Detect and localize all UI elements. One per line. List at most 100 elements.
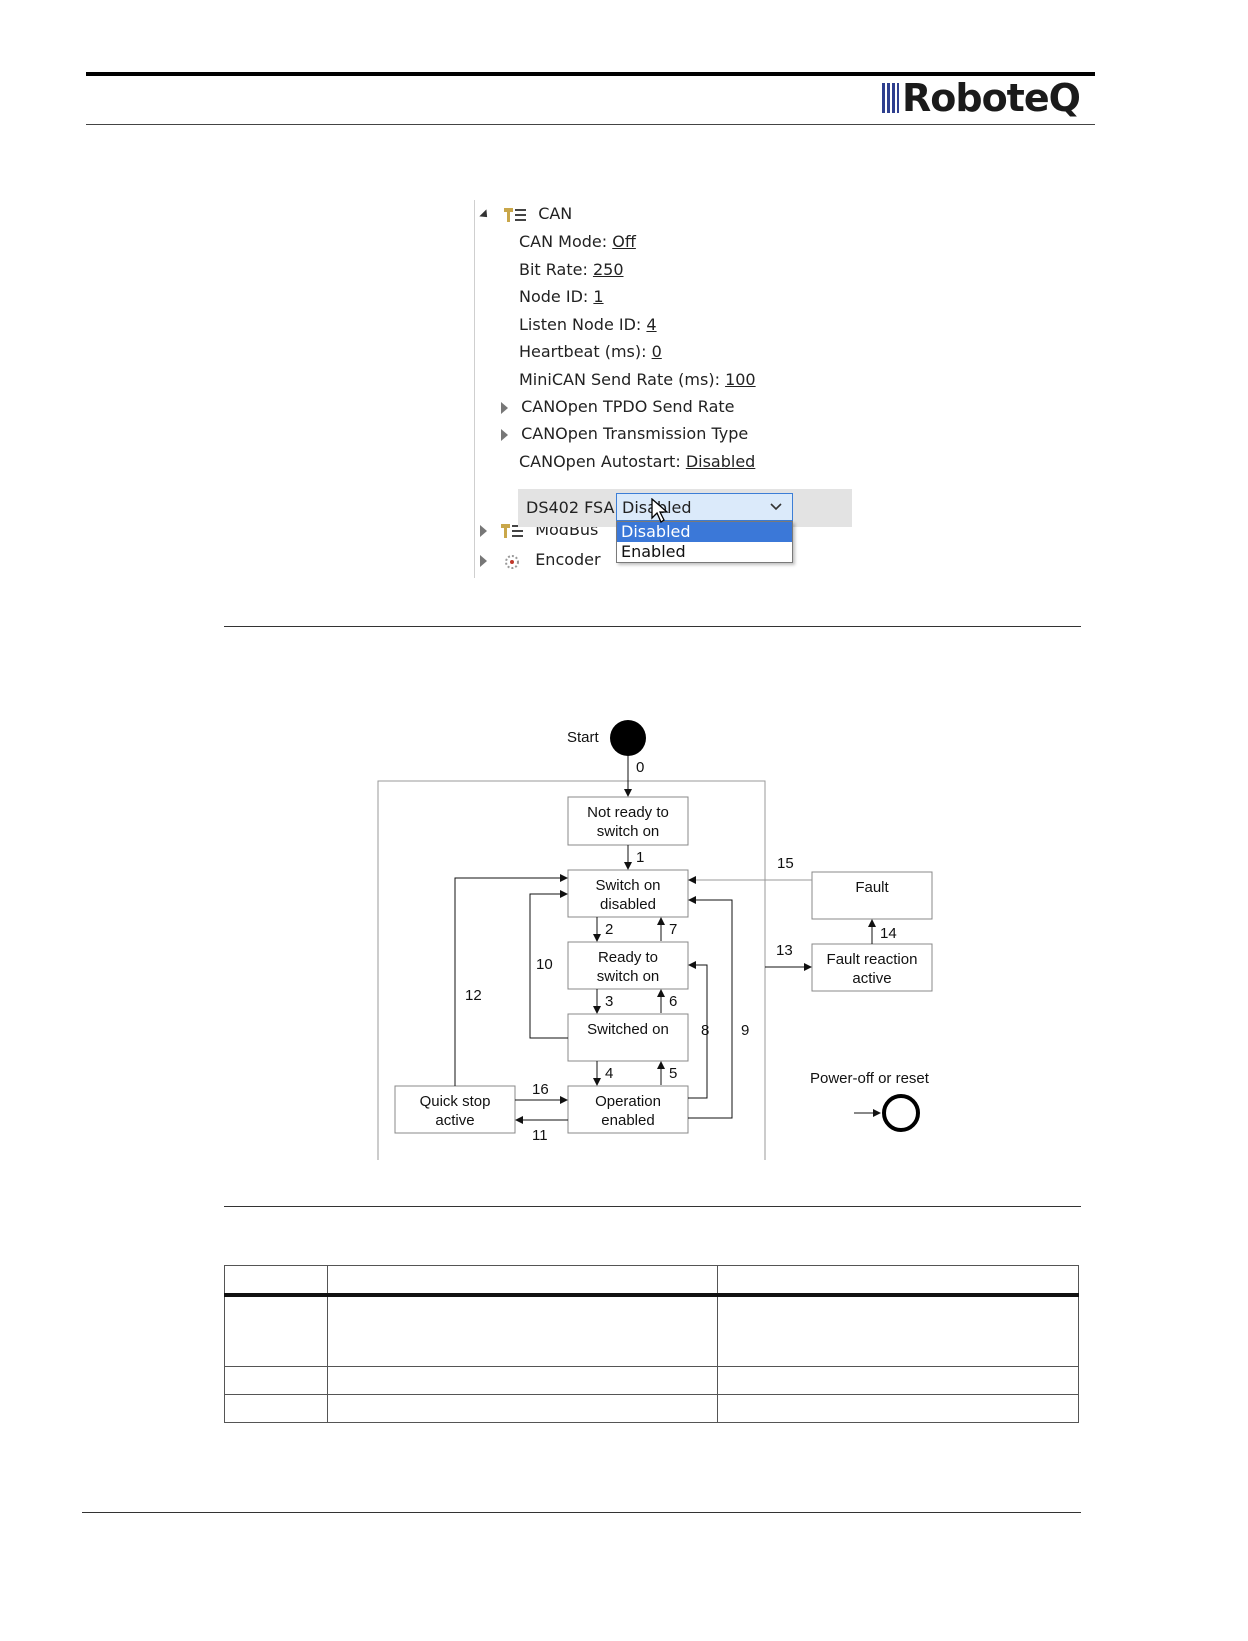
state-label: Switch on <box>595 877 660 894</box>
setting-value[interactable]: 250 <box>592 260 624 279</box>
state-label: active <box>435 1112 474 1129</box>
state-quick-stop <box>394 1085 516 1134</box>
setting-label: Heartbeat (ms): <box>519 342 647 361</box>
table-cell <box>326 1394 719 1423</box>
dropdown-option-enabled[interactable]: Enabled <box>621 542 686 561</box>
transition-label: 8 <box>701 1022 709 1039</box>
table-header-cell <box>326 1265 719 1297</box>
transition-label: 7 <box>669 921 677 938</box>
power-off-node <box>882 1094 920 1132</box>
setting-value[interactable]: 4 <box>646 315 657 334</box>
tree-guide-line <box>474 200 475 578</box>
table-cell <box>326 1294 719 1367</box>
table-row <box>224 1294 1079 1367</box>
chevron-down-icon[interactable] <box>768 498 784 514</box>
state-label: active <box>852 970 891 987</box>
tree-node-label: CANOpen Transmission Type <box>521 424 749 443</box>
logo-text: RoboteQ <box>902 76 1081 120</box>
setting-label: Bit Rate: <box>519 260 588 279</box>
start-node <box>610 720 646 756</box>
transition-label: 0 <box>636 759 644 776</box>
transition-label: 16 <box>532 1081 549 1098</box>
setting-value[interactable]: 100 <box>725 370 756 389</box>
logo-bars-icon <box>882 83 900 113</box>
state-label: Switched on <box>587 1021 669 1038</box>
table-header-cell <box>224 1265 328 1297</box>
minican-send-rate-row[interactable]: MiniCAN Send Rate (ms): 100 <box>519 368 756 392</box>
state-label: Fault reaction <box>827 951 918 968</box>
transition-label: 3 <box>605 993 613 1010</box>
device-boundary-frame <box>377 780 766 1160</box>
node-id-row[interactable]: Node ID: 1 <box>519 285 604 309</box>
state-label: switch on <box>597 968 660 985</box>
tpdo-send-rate-node[interactable]: CANOpen TPDO Send Rate <box>501 395 735 419</box>
transition-arrow <box>529 890 568 1039</box>
collapsed-arrow-icon[interactable] <box>480 524 487 537</box>
setting-value[interactable]: Disabled <box>685 452 756 471</box>
can-mode-row[interactable]: CAN Mode: Off <box>519 230 636 254</box>
fsa-dropdown-list: Disabled Enabled <box>616 521 793 563</box>
transition-arrow <box>454 874 568 1086</box>
section-divider <box>224 626 1081 627</box>
state-label: enabled <box>601 1112 654 1129</box>
setting-label: MiniCAN Send Rate (ms): <box>519 370 720 389</box>
transition-table <box>224 1265 1079 1423</box>
transition-label: 15 <box>777 855 794 872</box>
tree-node-label: CAN <box>538 204 573 223</box>
state-label: Fault <box>855 879 889 896</box>
setting-value[interactable]: 1 <box>593 287 604 306</box>
tree-node-label: Encoder <box>535 550 601 569</box>
transition-label: 2 <box>605 921 613 938</box>
collapsed-arrow-icon[interactable] <box>480 554 487 567</box>
start-label: Start <box>567 729 600 746</box>
collapsed-arrow-icon[interactable] <box>501 401 508 414</box>
transition-label: 13 <box>776 942 793 959</box>
dropdown-option-disabled[interactable]: Disabled <box>617 522 792 542</box>
collapsed-arrow-icon[interactable] <box>501 428 508 441</box>
table-cell <box>326 1366 719 1395</box>
transition-label: 11 <box>532 1127 548 1144</box>
transition-label: 6 <box>669 993 677 1010</box>
state-label: Operation <box>595 1093 661 1110</box>
state-label: Ready to <box>598 949 658 966</box>
state-label: Not ready to <box>587 804 669 821</box>
table-cell <box>717 1394 1079 1423</box>
transition-label: 10 <box>536 956 553 973</box>
transmission-type-node[interactable]: CANOpen Transmission Type <box>501 422 748 446</box>
tree-node-can[interactable]: CAN <box>479 202 573 226</box>
table-row <box>224 1394 1079 1423</box>
heartbeat-row[interactable]: Heartbeat (ms): 0 <box>519 340 662 364</box>
power-off-label: Power-off or reset <box>810 1070 930 1087</box>
can-config-tree: CAN CAN Mode: Off Bit Rate: 250 Node ID:… <box>474 200 864 580</box>
header-divider <box>86 124 1095 125</box>
roboteq-logo: RoboteQ <box>882 76 1092 120</box>
table-cell <box>224 1394 328 1423</box>
setting-label: Node ID: <box>519 287 589 306</box>
setting-label: CAN Mode: <box>519 232 608 251</box>
setting-label: CANOpen Autostart: <box>519 452 681 471</box>
expanded-arrow-icon[interactable] <box>479 208 491 221</box>
ds402-fsa-label: DS402 FSA: <box>526 498 620 517</box>
listen-node-id-row[interactable]: Listen Node ID: 4 <box>519 313 657 337</box>
transition-arrow <box>688 961 708 1099</box>
ds402-fsa-select[interactable]: Disabled <box>616 493 793 521</box>
transition-label: 1 <box>636 849 644 866</box>
table-cell <box>224 1366 328 1395</box>
encoder-gear-icon <box>505 554 520 569</box>
state-label: Quick stop <box>420 1093 491 1110</box>
state-fault-reaction <box>811 943 933 992</box>
ds402-fsa-row[interactable]: DS402 FSA: Disabled <box>518 489 852 527</box>
setting-label: Listen Node ID: <box>519 315 642 334</box>
bit-rate-row[interactable]: Bit Rate: 250 <box>519 258 624 282</box>
network-plug-icon <box>504 207 527 222</box>
autostart-row[interactable]: CANOpen Autostart: Disabled <box>519 450 755 474</box>
state-label: disabled <box>600 896 656 913</box>
table-cell <box>717 1294 1079 1367</box>
section-divider <box>224 1206 1081 1207</box>
setting-value[interactable]: 0 <box>651 342 662 361</box>
table-header-row <box>224 1265 1079 1297</box>
table-header-cell <box>717 1265 1079 1297</box>
setting-value[interactable]: Off <box>612 232 636 251</box>
network-plug-icon <box>501 523 524 538</box>
tree-node-encoder[interactable]: Encoder <box>480 548 601 572</box>
